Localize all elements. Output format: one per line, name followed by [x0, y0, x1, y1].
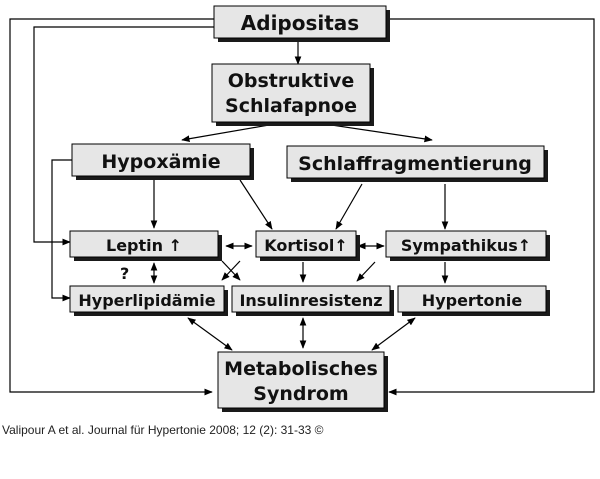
- citation: Valipour A et al. Journal für Hypertonie…: [2, 423, 324, 437]
- metabolic-label-line1: Metabolisches: [224, 358, 378, 380]
- arrow-kortisol-hyperlipidaemie: [221, 260, 241, 281]
- adipositas-label: Adipositas: [241, 11, 359, 35]
- arrow-adipositas-metabolic-left: [9, 18, 214, 396]
- box-kortisol: Kortisol↑: [255, 230, 360, 261]
- question-mark: ?: [120, 264, 129, 283]
- arrow-hypoxaemie-hyperlipidaemie: [51, 159, 72, 302]
- schlaffragmentierung-label: Schlaffragmentierung: [298, 153, 532, 175]
- sympathikus-label: Sympathikus↑: [401, 236, 531, 255]
- hyperlipidaemie-label: Hyperlipidämie: [78, 291, 215, 310]
- arrow-adipositas-metabolic-right: [388, 18, 595, 396]
- leptin-label: Leptin ↑: [106, 236, 182, 255]
- insulinresistenz-label: Insulinresistenz: [239, 291, 382, 310]
- arrow-schlaffragmentierung-kortisol: [335, 183, 363, 230]
- kortisol-label: Kortisol↑: [264, 236, 348, 255]
- box-sympathikus: Sympathikus↑: [385, 230, 550, 261]
- flow-diagram: Adipositas Obstruktive Schlafapnoe Hypox…: [9, 5, 595, 412]
- arrow-hypertonie-metabolic: [371, 317, 416, 351]
- hypertonie-label: Hypertonie: [422, 291, 523, 310]
- osa-label-line1: Obstruktive: [228, 70, 355, 92]
- box-hypoxaemie: Hypoxämie: [71, 143, 254, 180]
- arrow-adipositas-leptin: [33, 26, 214, 246]
- osa-label-line2: Schlafapnoe: [225, 95, 357, 117]
- hypoxaemie-label: Hypoxämie: [101, 151, 220, 173]
- box-hypertonie: Hypertonie: [397, 285, 550, 316]
- box-hyperlipidaemie: Hyperlipidämie: [69, 285, 228, 316]
- metabolic-label-line2: Syndrom: [253, 383, 348, 405]
- connectors: [9, 18, 595, 396]
- box-metabolisches-syndrom: Metabolisches Syndrom: [217, 351, 388, 412]
- box-leptin: Leptin ↑: [69, 230, 222, 261]
- arrow-hyperlipidaemie-metabolic: [187, 317, 233, 351]
- arrow-hypoxaemie-kortisol: [239, 179, 273, 230]
- box-schlaffragmentierung: Schlaffragmentierung: [286, 145, 548, 182]
- arrow-sympathikus-insulinresistenz: [356, 261, 376, 282]
- box-insulinresistenz: Insulinresistenz: [231, 285, 394, 316]
- box-adipositas: Adipositas: [213, 5, 390, 42]
- box-osa: Obstruktive Schlafapnoe: [211, 63, 374, 126]
